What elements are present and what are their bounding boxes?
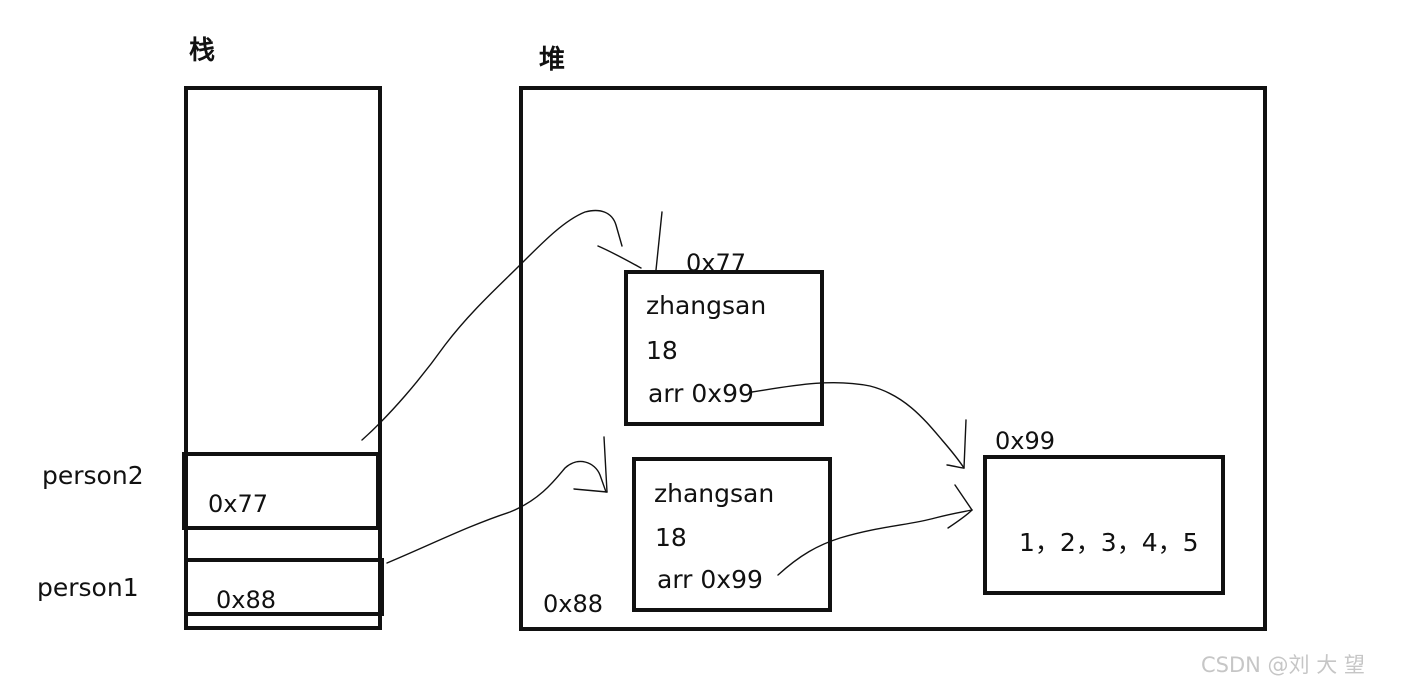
arrow-object1-arr-to-array-head-right xyxy=(963,419,967,469)
object2-address: 0x88 xyxy=(543,590,604,618)
stack-title: 栈 xyxy=(189,36,216,66)
person2-value: 0x77 xyxy=(208,490,269,518)
object2-age: 18 xyxy=(655,523,687,552)
object1-arr: arr 0x99 xyxy=(648,379,754,408)
object1-age: 18 xyxy=(646,336,678,365)
object1-box xyxy=(624,270,824,426)
watermark: CSDN @刘 大 望 xyxy=(1201,653,1365,677)
stack-frame xyxy=(184,86,382,630)
arrow-object2-arr-to-array-head-right xyxy=(947,509,973,529)
array-address: 0x99 xyxy=(995,427,1056,455)
object2-name: zhangsan xyxy=(654,479,775,508)
arrow-person1-to-object2-head-right xyxy=(603,436,608,493)
stack-slot-person1 xyxy=(184,558,384,616)
array-values: 1，2，3，4，5 xyxy=(1019,528,1199,557)
arrow-object2-arr-to-array xyxy=(777,509,973,576)
object2-box xyxy=(632,457,832,612)
arrow-person2-to-object1-head-left xyxy=(597,245,642,269)
arrow-object1-arr-to-array-head-left xyxy=(946,464,965,469)
arrow-person1-to-object2-head-left xyxy=(573,488,608,493)
stack-slot-person2 xyxy=(182,452,380,530)
arrow-person2-to-object1 xyxy=(361,209,623,441)
array-box xyxy=(983,455,1225,595)
heap-title: 堆 xyxy=(539,45,566,75)
person2-label: person2 xyxy=(42,461,144,490)
heap-frame xyxy=(519,86,1267,631)
object2-arr: arr 0x99 xyxy=(657,565,763,594)
object1-name: zhangsan xyxy=(646,291,767,320)
arrow-object2-arr-to-array-head-left xyxy=(954,484,973,511)
arrow-person2-to-object1-head-right xyxy=(655,211,663,271)
person1-label: person1 xyxy=(37,573,139,602)
arrow-object1-arr-to-array xyxy=(751,381,965,469)
arrow-person1-to-object2 xyxy=(386,460,607,564)
person1-value: 0x88 xyxy=(216,586,277,614)
